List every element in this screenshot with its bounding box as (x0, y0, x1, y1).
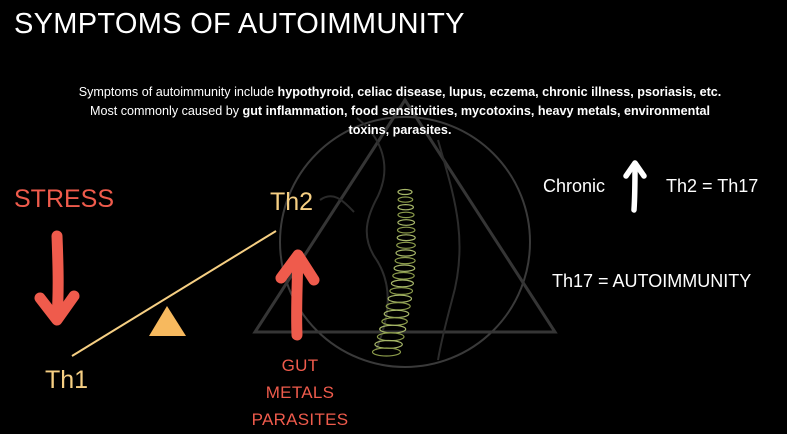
chronic-arrow-up-icon (623, 160, 647, 213)
arrow-up-icon (275, 249, 320, 341)
th1-label: Th1 (45, 366, 89, 394)
cause-gut: GUT (281, 356, 319, 375)
description-part: Most commonly caused by (89, 104, 243, 118)
page-title: SYMPTOMS OF AUTOIMMUNITY (14, 8, 465, 40)
th17-equals-autoimmunity: Th17 = AUTOIMMUNITY (552, 271, 752, 291)
vertebra (397, 196, 414, 203)
balance-beam (71, 230, 277, 357)
shoulder-curve (319, 195, 355, 213)
vertebra (396, 226, 416, 234)
body-silhouette-back (437, 139, 461, 361)
vertebra (396, 241, 416, 249)
vertebra (394, 256, 416, 265)
illustration-circle (279, 116, 531, 368)
description-bold: hypothyroid, celiac disease, lupus, ecze… (277, 85, 722, 99)
triangle-icon (149, 306, 186, 336)
description-bold: gut inflammation, food sensitivities, my… (242, 104, 711, 137)
th2-equals-th17: Th2 = Th17 (666, 176, 759, 196)
vertebra (393, 264, 416, 273)
vertebra (395, 249, 416, 257)
vertebra (397, 188, 413, 196)
cause-parasites: PARASITES (251, 410, 349, 429)
vertebra (397, 211, 415, 219)
vertebra (397, 203, 414, 211)
vertebra (389, 287, 414, 296)
vertebra (396, 234, 416, 242)
vertebra (392, 271, 415, 280)
spine-vertebrae (371, 188, 416, 357)
vertebra (397, 219, 416, 226)
th2-label: Th2 (270, 188, 314, 216)
vertebra (371, 347, 402, 357)
vertebra (390, 279, 414, 288)
arrow-down-icon (34, 230, 80, 326)
description-part: Symptoms of autoimmunity include (78, 85, 278, 99)
causes-list: GUT METALS PARASITES (220, 352, 380, 433)
cause-metals: METALS (265, 383, 335, 402)
illustration-triangle (252, 97, 558, 334)
stress-label: STRESS (14, 185, 115, 213)
chronic-label: Chronic (543, 176, 606, 196)
description-text: Symptoms of autoimmunity include hypothy… (70, 83, 730, 140)
